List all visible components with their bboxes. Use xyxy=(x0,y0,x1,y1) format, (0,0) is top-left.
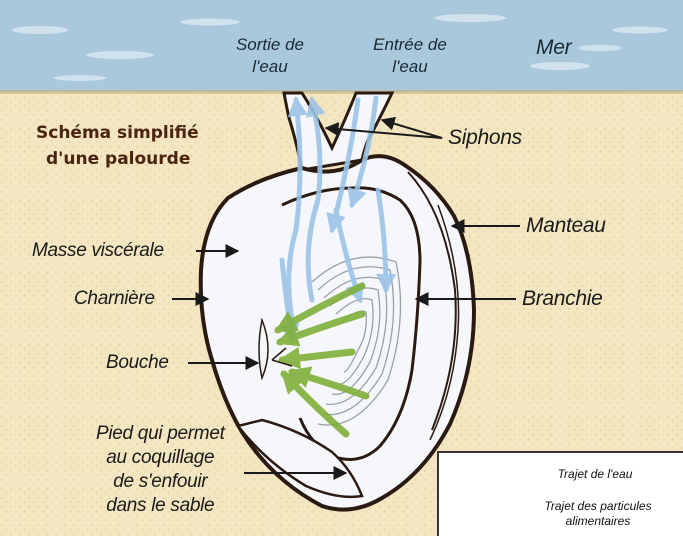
label-mantle: Manteau xyxy=(526,214,606,238)
diagram-title-line1: Schéma simplifié xyxy=(36,120,199,146)
label-foot: Pied qui permet au coquillage de s'enfou… xyxy=(96,422,225,518)
label-water-entry-line1: Entrée de xyxy=(360,34,460,56)
label-foot-line3: de s'enfouir xyxy=(96,470,225,494)
label-visceral-mass: Masse viscérale xyxy=(32,240,164,262)
diagram-title-line2: d'une palourde xyxy=(36,146,199,172)
label-water-exit: Sortie de l'eau xyxy=(224,34,316,78)
legend-food-label: Trajet des particules alimentaires xyxy=(523,499,673,529)
label-foot-line4: dans le sable xyxy=(96,494,225,518)
label-siphons: Siphons xyxy=(448,126,522,150)
label-sea: Mer xyxy=(536,36,571,60)
label-water-entry: Entrée de l'eau xyxy=(360,34,460,78)
label-water-exit-line2: l'eau xyxy=(224,56,316,78)
legend: Trajet de l'eau Trajet des particules al… xyxy=(437,451,683,536)
diagram-title: Schéma simplifié d'une palourde xyxy=(36,120,199,172)
label-foot-line1: Pied qui permet xyxy=(96,422,225,446)
label-water-entry-line2: l'eau xyxy=(360,56,460,78)
legend-food-line2: alimentaires xyxy=(523,514,673,529)
label-mouth: Bouche xyxy=(106,352,169,374)
legend-water-label: Trajet de l'eau xyxy=(535,467,655,482)
label-foot-line2: au coquillage xyxy=(96,446,225,470)
legend-food-line1: Trajet des particules xyxy=(523,499,673,514)
label-gill: Branchie xyxy=(522,287,602,311)
label-water-exit-line1: Sortie de xyxy=(224,34,316,56)
label-hinge: Charnière xyxy=(74,288,155,310)
